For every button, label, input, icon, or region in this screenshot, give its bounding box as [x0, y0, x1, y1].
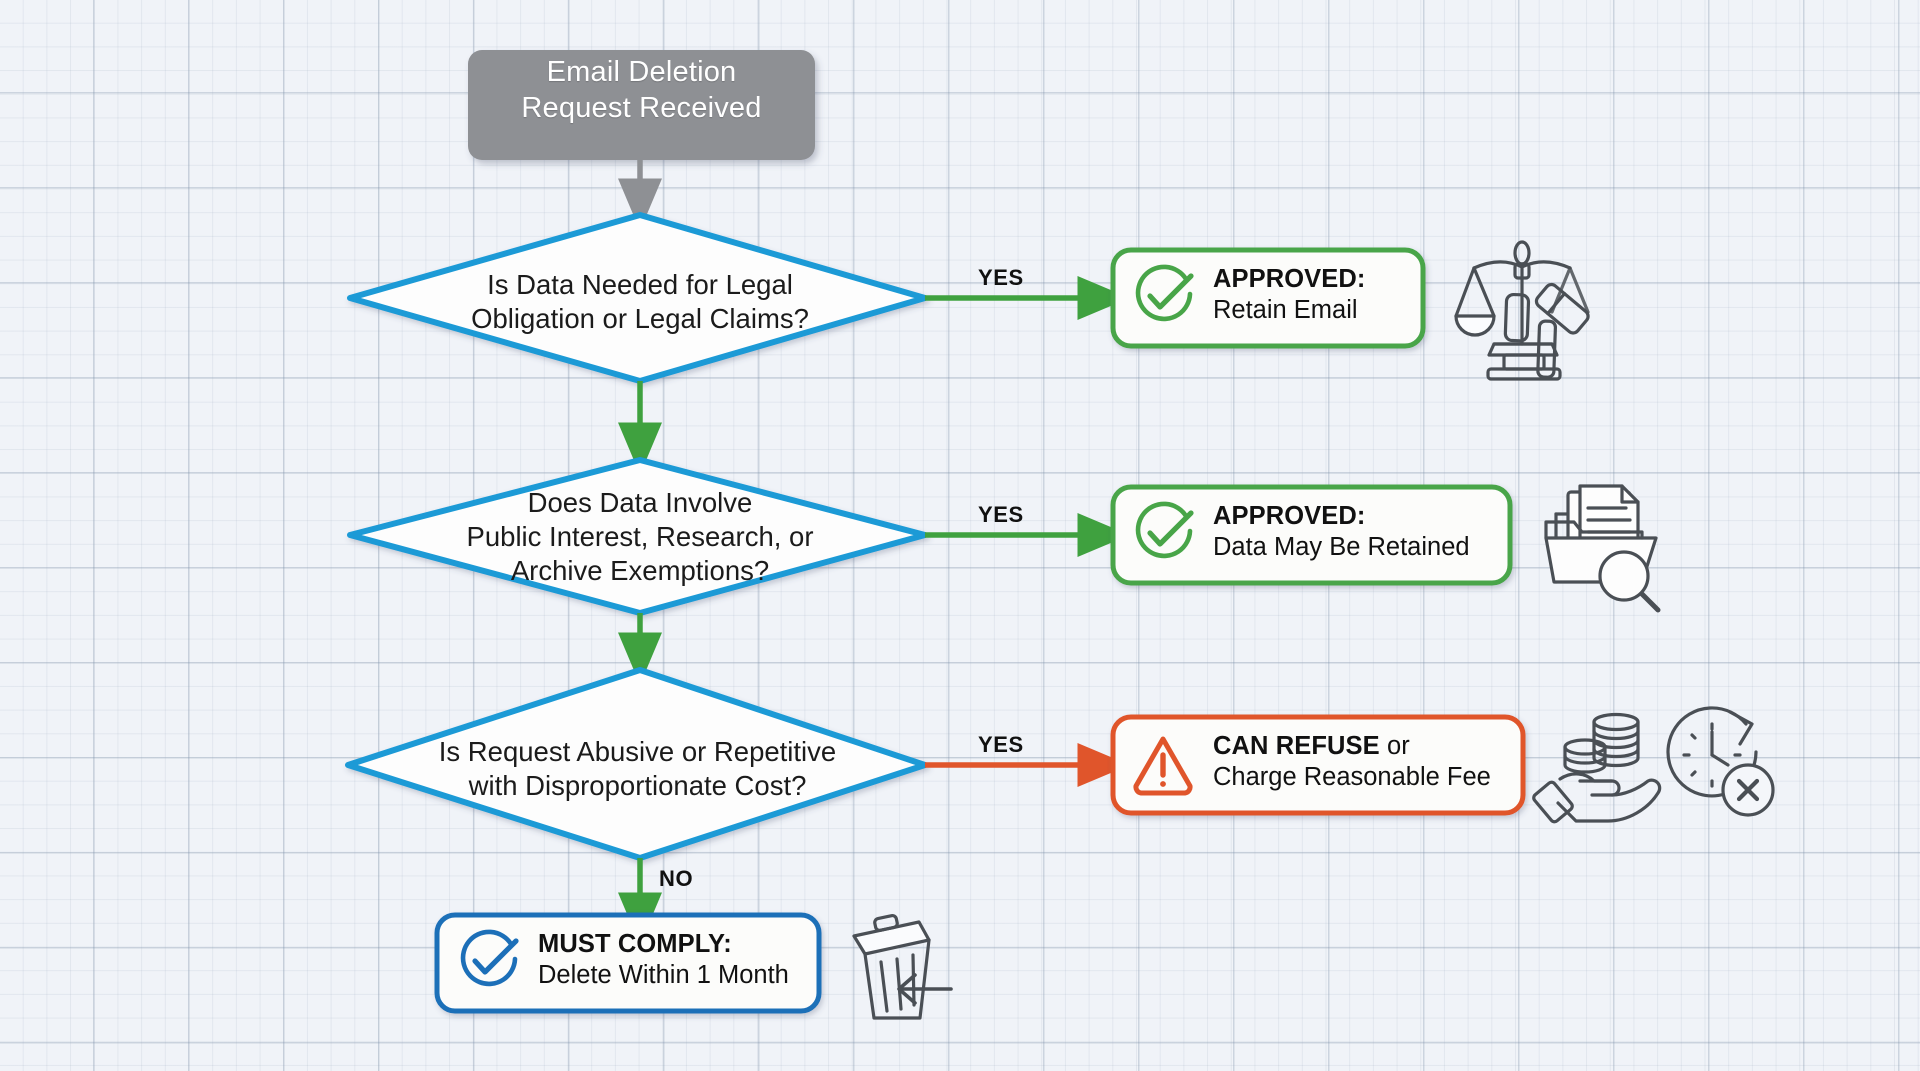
check-circle-icon — [1135, 264, 1194, 322]
decision-abusive-request-shape[interactable] — [345, 667, 928, 861]
outcome4-title: MUST COMPLY: — [538, 930, 732, 958]
outcome3-title-suffix: or — [1379, 732, 1410, 760]
edge-label-yes-3: YES — [978, 732, 1024, 757]
outcome3-title: CAN REFUSE — [1213, 732, 1380, 760]
outcome-must-comply-text: MUST COMPLY: Delete Within 1 Month — [538, 929, 828, 991]
scales-gavel-icon — [1454, 240, 1590, 381]
outcome3-title-row: CAN REFUSE or — [1213, 731, 1523, 762]
edge-label-yes-2: YES — [978, 502, 1024, 527]
folder-documents-search-icon — [1544, 484, 1661, 613]
decision-legal-obligation-shape[interactable] — [347, 212, 928, 384]
outcome-can-refuse-shape[interactable] — [1110, 714, 1526, 816]
warning-triangle-icon — [1133, 736, 1193, 796]
outcome4-subtitle: Delete Within 1 Month — [538, 961, 789, 990]
outcome-data-retained-shape[interactable] — [1110, 484, 1513, 586]
start-node[interactable] — [468, 50, 815, 160]
decision-public-interest-shape[interactable] — [347, 457, 928, 616]
start-node-shape — [468, 50, 815, 160]
trash-arrow-icon — [852, 913, 953, 1020]
check-circle-icon — [1135, 501, 1194, 559]
coins-hand-icon — [1532, 712, 1662, 824]
edge-label-yes-1: YES — [978, 265, 1024, 290]
outcome3-subtitle: Charge Reasonable Fee — [1213, 763, 1491, 792]
outcome-must-comply-shape[interactable] — [434, 912, 822, 1014]
outcome-retain-email-text: APPROVED: Retain Email — [1213, 264, 1423, 326]
outcome2-title: APPROVED: — [1213, 502, 1366, 530]
edge-label-no: NO — [659, 866, 694, 891]
outcome2-subtitle: Data May Be Retained — [1213, 533, 1470, 562]
clock-x-icon — [1666, 706, 1775, 817]
outcome-can-refuse-text: CAN REFUSE or Charge Reasonable Fee — [1213, 731, 1523, 793]
outcome1-subtitle: Retain Email — [1213, 296, 1358, 325]
outcome1-title: APPROVED: — [1213, 265, 1366, 293]
outcome-data-retained-text: APPROVED: Data May Be Retained — [1213, 501, 1513, 563]
check-circle-icon — [460, 929, 519, 987]
